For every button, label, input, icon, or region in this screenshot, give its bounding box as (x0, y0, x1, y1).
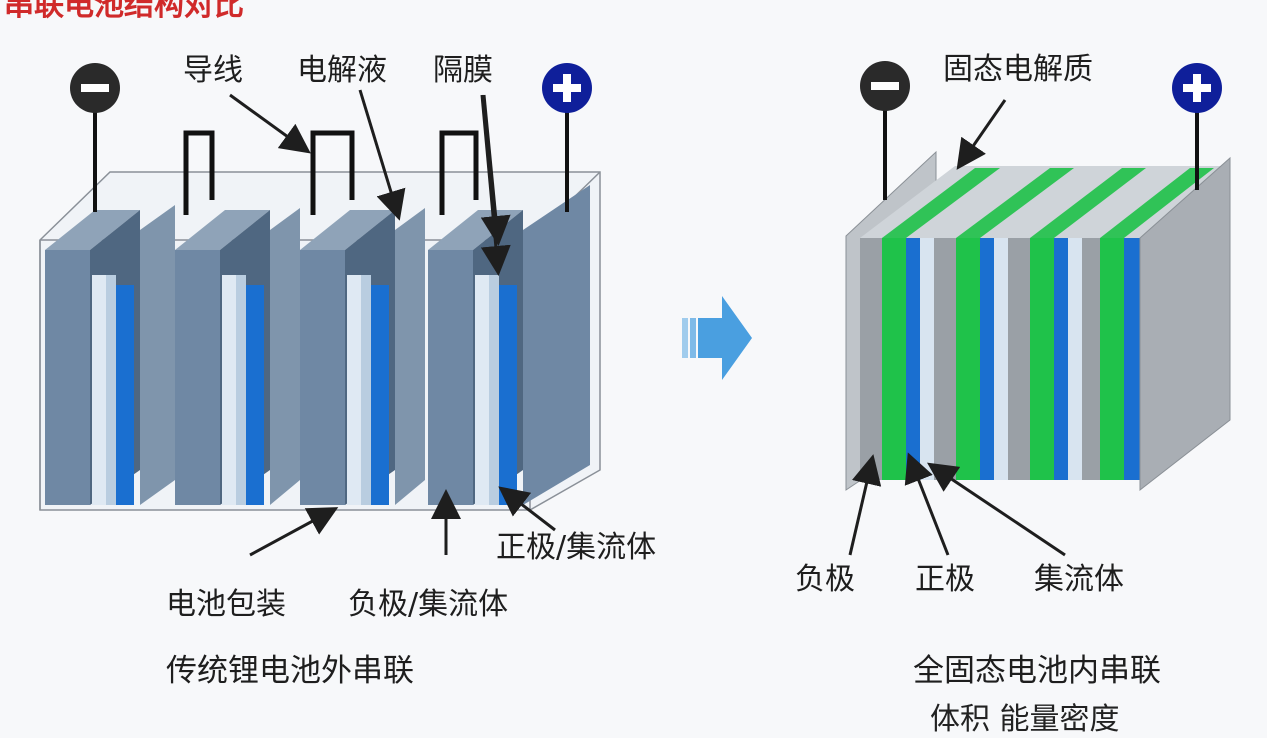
left-pointer-arrows (229, 89, 556, 557)
label-cathode-collector: 正极/集流体 (496, 530, 657, 565)
cell-1 (45, 205, 175, 505)
label-wire: 导线 (183, 53, 243, 88)
caption-solid-state: 全固态电池内串联 (913, 653, 1161, 689)
diagram-canvas: 串联电池结构对比 (4, 0, 1231, 737)
cell-4 (428, 185, 590, 505)
traditional-battery (39, 63, 601, 557)
diagram-heading: 串联电池结构对比 (4, 0, 244, 23)
right-pointer-arrows (848, 99, 1066, 557)
label-anode: 负极 (795, 562, 855, 597)
right-arrow-icon (682, 296, 752, 380)
label-electrolyte: 电解液 (297, 53, 387, 88)
solid-state-battery (845, 61, 1231, 557)
right-positive-terminal (1172, 63, 1222, 190)
solid-state-layers (860, 238, 1140, 480)
label-anode-collector: 负极/集流体 (348, 587, 509, 622)
left-negative-terminal (70, 63, 120, 212)
caption-traditional: 传统锂电池外串联 (166, 653, 414, 689)
top-layer-stripes (882, 168, 1214, 238)
cell-2 (175, 208, 300, 505)
series-wires (183, 130, 479, 215)
footer-partial-text: 体积 能量密度 (930, 702, 1120, 737)
cell-3 (300, 208, 425, 505)
label-separator: 隔膜 (433, 53, 493, 88)
label-packaging: 电池包装 (166, 587, 286, 622)
right-negative-terminal (860, 61, 910, 200)
label-cathode: 正极 (915, 562, 975, 597)
diagram-graphics (39, 61, 1231, 557)
label-solid-electrolyte: 固态电解质 (943, 52, 1093, 87)
label-collector: 集流体 (1034, 562, 1124, 597)
left-positive-terminal (542, 63, 592, 212)
